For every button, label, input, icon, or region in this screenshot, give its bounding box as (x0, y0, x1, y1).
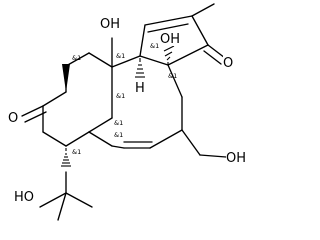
label-ketone-o-left: O (8, 111, 18, 126)
stereo-labels: &1 &1 &1 &1 &1 &1 &1 &1 (72, 42, 177, 156)
bond-isopropanol (39, 148, 93, 221)
methyl-wedge (62, 64, 70, 92)
label-oh-top-left: OH (100, 17, 120, 32)
stereo-c-isopropyl: &1 (72, 148, 81, 156)
bonds-cyclopentene (139, 3, 215, 66)
stereo-c-lower-fusion: &1 (114, 119, 123, 127)
label-oh-top-right: OH (160, 32, 180, 47)
hash-h-center (135, 58, 145, 78)
label-h-center: H (135, 81, 145, 96)
bond-ketone-left (21, 105, 47, 123)
label-ho-bottom: HO (14, 190, 34, 205)
stereo-c-methyl: &1 (72, 54, 81, 62)
bond-ketone-right (203, 44, 226, 65)
stereo-c-ring-fusion: &1 (116, 92, 125, 100)
stereo-c-oh-upper: &1 (116, 52, 125, 60)
label-ketone-o-right: O (223, 56, 233, 71)
molecule-structure: OH OH O O HO OH H &1 &1 &1 &1 &1 &1 &1 &… (8, 3, 250, 221)
bond-hydroxymethyl (181, 129, 227, 158)
bonds-seven-ring (111, 55, 183, 149)
stereo-c-spiro-oh: &1 (168, 72, 177, 80)
stereo-c-lower-fusion-b: &1 (114, 131, 123, 139)
atom-labels: OH OH O O HO OH H (8, 16, 250, 205)
hash-oh-right (163, 45, 175, 65)
label-oh-right-chain: OH (226, 151, 246, 166)
bonds-left-ring (42, 52, 113, 147)
stereo-c-cyclopentene: &1 (150, 42, 159, 50)
